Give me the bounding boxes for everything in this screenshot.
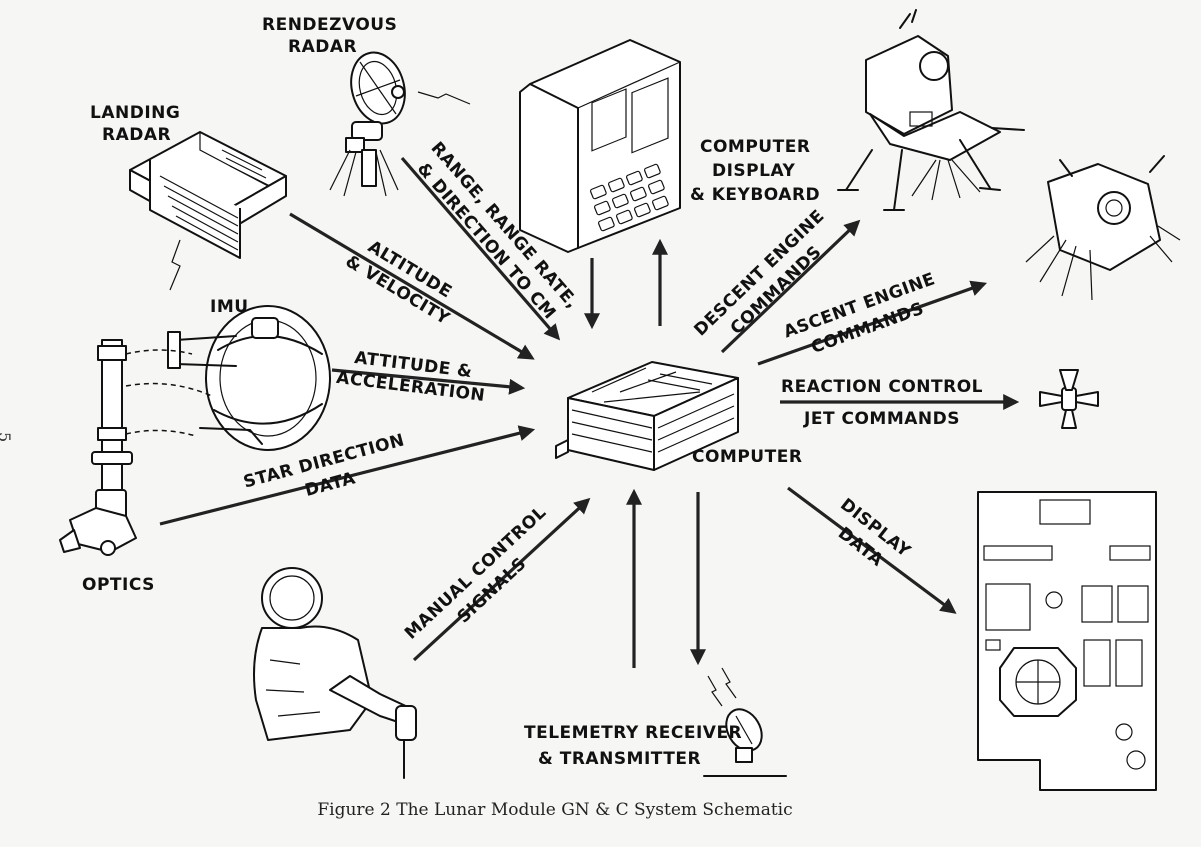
lunar-module-ascent-illustration: [1026, 156, 1180, 300]
imu-illustration: [168, 306, 330, 450]
landing-radar-illustration: [130, 132, 286, 290]
label-telemetry: TELEMETRY RECEIVER: [524, 723, 742, 743]
page-number: 5: [0, 432, 14, 442]
label-computer-display: COMPUTER: [700, 137, 810, 157]
schematic-svg: RENDEZVOUS RADAR LANDING RADAR COMPUTER …: [0, 0, 1201, 800]
lunar-module-descent-illustration: [838, 10, 1024, 210]
label-computer-display-3: & KEYBOARD: [690, 185, 820, 205]
label-rendezvous-radar-2: RADAR: [288, 37, 357, 57]
label-rendezvous-radar: RENDEZVOUS: [262, 15, 397, 35]
label-computer-display-2: DISPLAY: [712, 161, 796, 181]
label-telemetry-2: & TRANSMITTER: [538, 749, 701, 769]
dsky-illustration: [520, 40, 680, 252]
optics-illustration: [60, 340, 212, 555]
label-landing-radar: LANDING: [90, 103, 180, 123]
figure-caption: Figure 2 The Lunar Module GN & C System …: [0, 800, 1110, 820]
reaction-jets-illustration: [1040, 370, 1098, 428]
telemetry-dish-illustration: [704, 668, 786, 776]
label-reaction: REACTION CONTROL: [781, 377, 983, 397]
label-manual: MANUAL CONTROL: [401, 502, 550, 643]
label-computer: COMPUTER: [692, 447, 802, 467]
label-reaction-2: JET COMMANDS: [803, 409, 960, 429]
display-panel-illustration: [978, 492, 1156, 790]
label-imu: IMU: [210, 297, 249, 317]
label-landing-radar-2: RADAR: [102, 125, 171, 145]
astronaut-illustration: [254, 568, 416, 778]
label-optics: OPTICS: [82, 575, 155, 595]
